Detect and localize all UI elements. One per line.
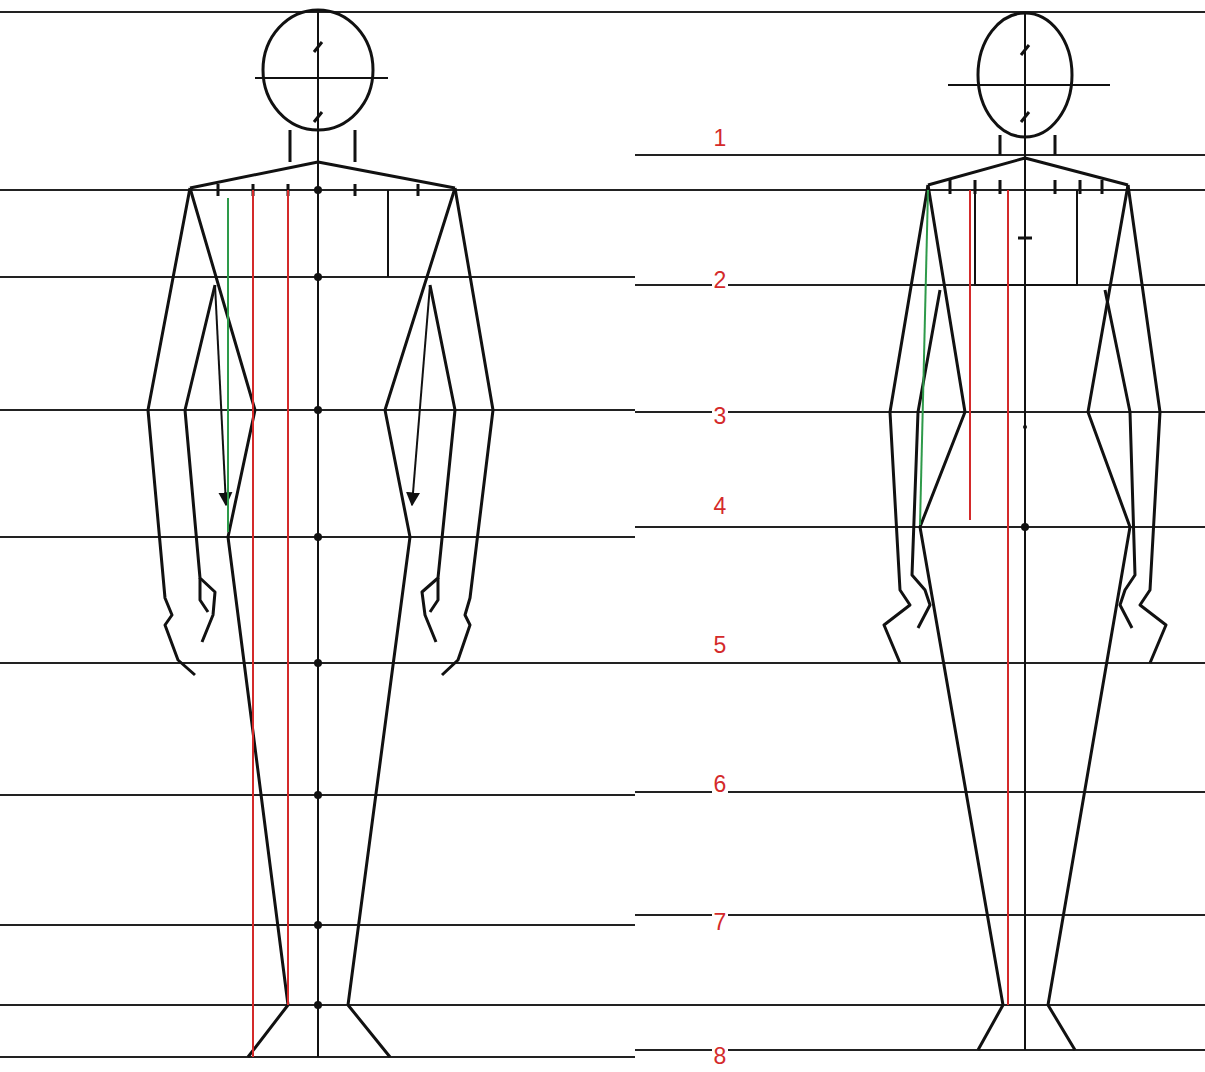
- torso-left-leg: [190, 188, 288, 1005]
- green-line: [920, 190, 928, 525]
- torso-left-leg: [920, 185, 1003, 1005]
- axis-dot: [1021, 523, 1029, 531]
- guide-line: [635, 189, 1205, 191]
- left-arm-inner: [912, 290, 940, 628]
- head-axis: [948, 84, 1110, 86]
- guide-line: [635, 154, 1205, 156]
- shoulders: [190, 162, 455, 188]
- axis-dot: [314, 791, 322, 799]
- red-line: [1007, 190, 1009, 1005]
- head-axis: [255, 77, 388, 79]
- axis-dot: [314, 406, 322, 414]
- section-number: 6: [712, 773, 729, 796]
- left-arm-inner: [185, 285, 215, 642]
- axis-dot: [314, 1001, 322, 1009]
- guide-line: [635, 11, 1205, 13]
- head-mark: [314, 42, 322, 122]
- right-arm-inner: [422, 285, 455, 642]
- section-number: 7: [712, 911, 729, 934]
- left-figure: [148, 10, 493, 1057]
- red-line: [969, 190, 971, 520]
- torso-right-leg: [348, 188, 455, 1005]
- shoulder-ticks: [218, 184, 418, 196]
- section-number: 1: [712, 127, 729, 150]
- right-figure: [884, 12, 1166, 1050]
- feet: [248, 1005, 390, 1057]
- section-number: 2: [712, 269, 729, 292]
- arrow-line: [215, 285, 226, 505]
- green-line: [227, 198, 229, 532]
- measure-line: [387, 190, 389, 277]
- guide-lines-right: [635, 12, 1205, 1050]
- guide-line: [635, 662, 1205, 664]
- axis-dot: [314, 273, 322, 281]
- guide-line: [635, 1004, 1205, 1006]
- axis-dot: [1023, 425, 1027, 429]
- color-lines-right: [920, 190, 1008, 1005]
- head-mark: [1021, 45, 1029, 122]
- section-number: 5: [712, 634, 729, 657]
- neck: [1000, 135, 1055, 155]
- right-arm-outer: [1128, 185, 1166, 663]
- section-number: 8: [712, 1045, 729, 1068]
- right-arm-outer: [442, 188, 493, 675]
- axis-dots-left: [314, 186, 322, 1009]
- axis-dots-right: [1021, 425, 1029, 531]
- feet: [978, 1005, 1075, 1050]
- shoulders: [928, 158, 1128, 185]
- section-number: 3: [712, 405, 729, 428]
- color-lines-left: [228, 190, 288, 1057]
- right-hand: [430, 578, 438, 612]
- axis-dot: [314, 186, 322, 194]
- arrow-line: [412, 285, 430, 505]
- shoulder-ticks: [950, 180, 1102, 238]
- left-arm-outer: [884, 185, 928, 663]
- red-line: [287, 190, 289, 1005]
- left-hand: [200, 578, 208, 612]
- red-line: [252, 190, 254, 1057]
- neck: [290, 130, 355, 162]
- torso-right-leg: [1048, 185, 1130, 1005]
- guide-lines-left: [0, 12, 635, 1057]
- section-number: 4: [712, 495, 729, 518]
- axis-dot: [314, 921, 322, 929]
- axis-dot: [314, 533, 322, 541]
- axis-dot: [314, 659, 322, 667]
